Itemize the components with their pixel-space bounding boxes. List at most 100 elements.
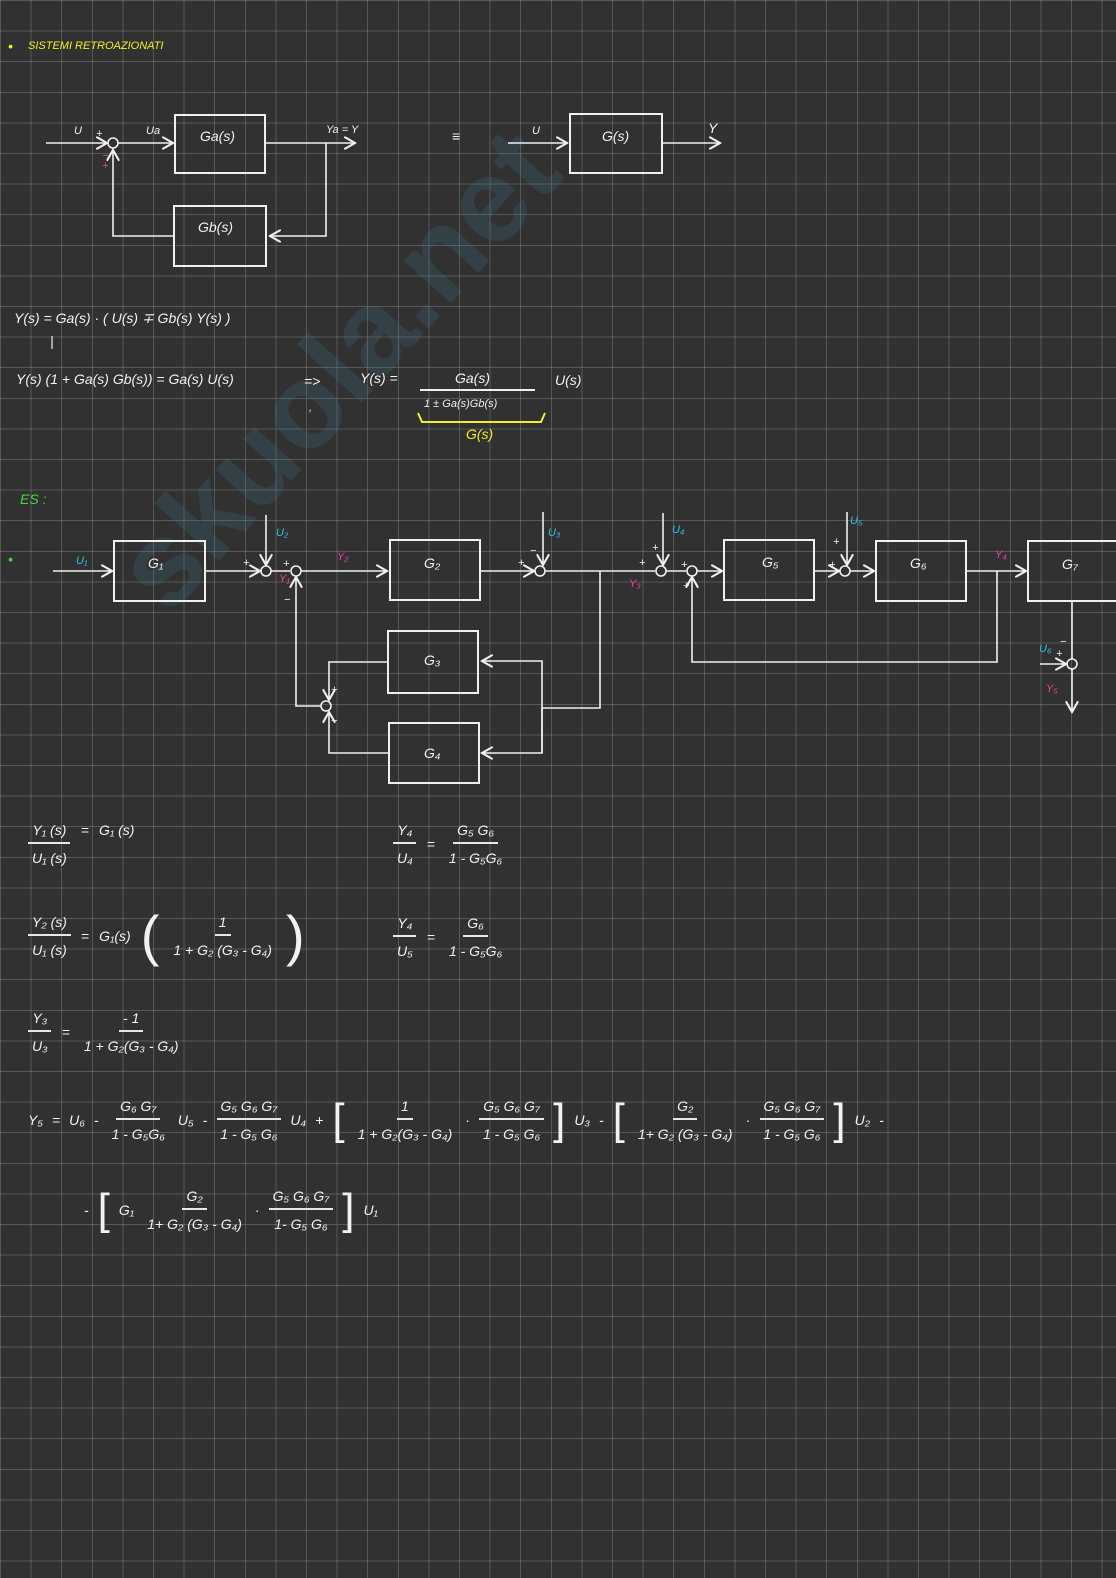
equals: = — [80, 822, 89, 838]
formula-y3-u3: Y₃ U₃ = - 1 1 + G₂(G₃ - G₄) — [28, 1010, 183, 1054]
numerator: G₅ G₆ G₇ — [268, 1188, 334, 1210]
denominator: 1 - G₅ G₆ — [482, 1126, 541, 1142]
equals: = — [61, 1024, 70, 1040]
numerator: Y₄ — [393, 915, 417, 937]
g7-block — [1027, 540, 1116, 602]
numerator: Y₂ (s) — [28, 914, 71, 936]
operator: + — [315, 1112, 324, 1128]
sign: − — [284, 594, 291, 606]
input-label: U — [74, 125, 82, 137]
g4-return — [329, 712, 389, 754]
block-diagrams — [46, 113, 1116, 784]
u2-label: U₂ — [276, 527, 289, 539]
result-lhs: Y(s) = — [360, 370, 398, 386]
denominator: U₅ — [397, 943, 413, 959]
sum-5 — [686, 565, 698, 577]
right-bracket: ] — [342, 1185, 355, 1234]
feedback-path — [270, 143, 327, 236]
operator: - — [599, 1112, 604, 1128]
equals: = — [51, 1112, 61, 1128]
output-label: Ya = Y — [326, 124, 359, 136]
dot: · — [465, 1112, 470, 1128]
operator: - — [879, 1112, 884, 1128]
numerator: G₆ — [463, 915, 488, 937]
brace — [417, 412, 546, 423]
denominator: 1 + G₂(G₃ - G₄) — [83, 1038, 179, 1054]
g4-label: G₄ — [424, 745, 441, 761]
g5g6-feedback — [692, 571, 998, 663]
numerator: G₆ G₇ — [116, 1098, 161, 1120]
left-bracket: [ — [612, 1095, 625, 1144]
sign: − — [1060, 636, 1067, 648]
term: U₃ — [574, 1112, 590, 1128]
sum-6 — [839, 565, 851, 577]
numerator: 1 — [214, 914, 231, 936]
ga-block — [174, 114, 266, 174]
summing-junction — [107, 137, 119, 149]
g-block — [569, 113, 663, 174]
numerator: Y₃ — [28, 1010, 52, 1032]
operator: - — [93, 1112, 99, 1128]
sign: − — [331, 715, 338, 727]
numerator: Y₁ (s) — [28, 822, 71, 844]
term: U₆ — [69, 1112, 85, 1128]
left-bracket: [ — [332, 1095, 345, 1144]
numerator: G₂ — [182, 1188, 207, 1210]
term: U₁ — [363, 1202, 378, 1218]
term: G₁ — [118, 1202, 135, 1218]
result-numerator: Ga(s) — [455, 370, 490, 386]
u3-label: U₃ — [548, 527, 561, 539]
y4-label: Y₄ — [995, 549, 1007, 561]
denominator: 1 - G₅ G₆ — [220, 1126, 278, 1142]
numerator: Y₄ — [393, 822, 417, 844]
eq-input-label: U — [532, 125, 540, 137]
denominator: 1- G₅ G₆ — [274, 1216, 328, 1232]
equals: = — [80, 928, 90, 944]
y3-label: Y₃ — [629, 578, 641, 590]
denominator: 1 + G₂(G₃ - G₄) — [357, 1126, 453, 1142]
denominator: 1 - G₅G₆ — [111, 1126, 165, 1142]
sign: + — [518, 557, 525, 569]
u1-label: U₁ — [76, 555, 88, 567]
error-label: Ua — [146, 125, 161, 137]
g5-block — [723, 539, 815, 601]
derivation-line-2: Y(s) (1 + Ga(s) Gb(s)) = Ga(s) U(s) — [16, 371, 234, 387]
sign: + — [681, 559, 688, 571]
left-paren: ( — [140, 904, 160, 967]
numerator: G₅ G₆ G₇ — [216, 1098, 282, 1120]
y1-label: Y₁ — [279, 573, 290, 585]
g6-label: G₆ — [910, 555, 927, 571]
gb-label: Gb(s) — [198, 219, 233, 235]
y5-label: Y₅ — [1046, 683, 1058, 695]
y2-label: Y₂ — [337, 551, 349, 563]
equals: = — [426, 929, 435, 945]
g7-label: G₇ — [1062, 556, 1078, 572]
denominator: 1 - G₅G₆ — [448, 850, 503, 866]
eq-output-label: Y — [708, 120, 718, 136]
bullet: • — [8, 38, 13, 54]
dot: · — [745, 1112, 751, 1128]
sum-7 — [1066, 658, 1078, 670]
numerator: - 1 — [119, 1010, 144, 1032]
sign: + — [331, 684, 338, 696]
implies: => — [304, 373, 321, 389]
g3-return — [329, 661, 388, 700]
g1-label: G₁ — [148, 555, 164, 571]
numerator: G₅ G₆ G₇ — [479, 1098, 544, 1120]
inner-feedback — [296, 577, 321, 707]
sum-8 — [320, 700, 332, 712]
formula-y1-u1: Y₁ (s)U₁ (s) = G₁ (s) — [28, 822, 134, 866]
term: U₂ — [854, 1112, 871, 1128]
equals: = — [426, 836, 435, 852]
denominator: 1+ G₂ (G₃ - G₄) — [637, 1126, 733, 1142]
denominator: U₃ — [32, 1038, 48, 1054]
feedback-return — [113, 150, 174, 237]
right-paren: ) — [285, 904, 305, 967]
result-denominator: 1 ± Ga(s)Gb(s) — [424, 398, 498, 410]
sign: + — [652, 542, 659, 554]
minus-sign: − — [102, 150, 109, 162]
g3-label: G₃ — [424, 652, 441, 668]
